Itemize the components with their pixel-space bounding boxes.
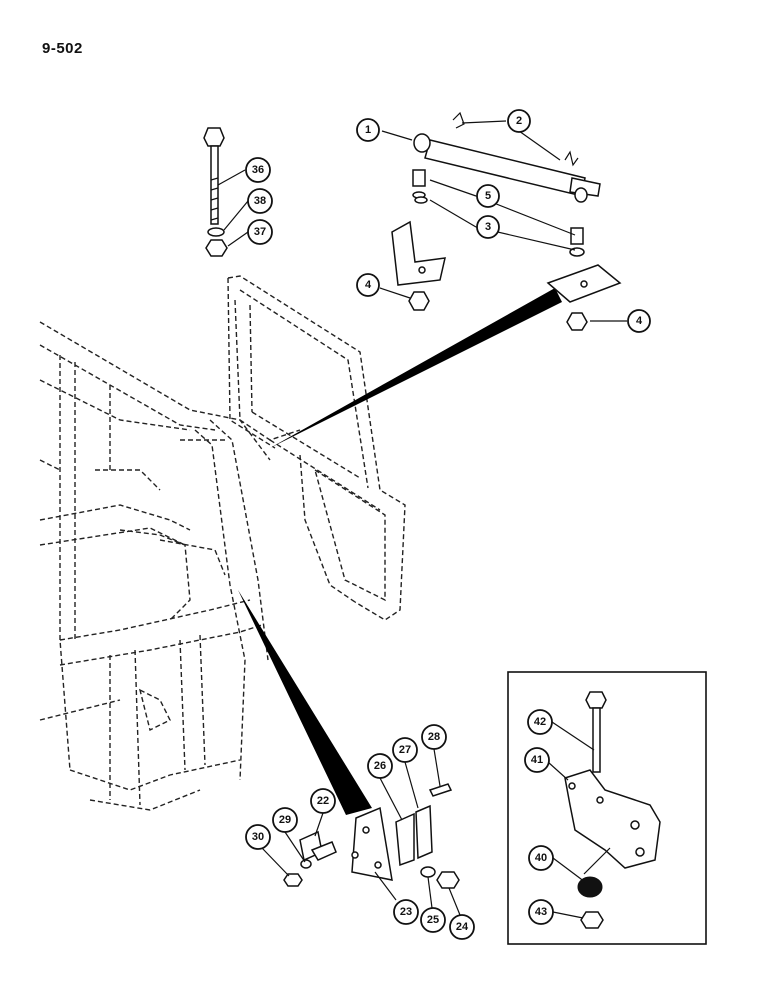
callout-label: 1 [365, 124, 371, 136]
callout-label: 2 [516, 115, 522, 127]
hinge-parts [283, 783, 460, 889]
callout-c5: 5 [476, 184, 500, 208]
window-frame [227, 275, 406, 621]
callout-c40: 40 [528, 845, 554, 871]
callout-label: 42 [534, 716, 546, 728]
gas-strut [413, 111, 601, 203]
callout-c4a: 4 [356, 273, 380, 297]
callout-c4b: 4 [627, 309, 651, 333]
callout-c37: 37 [247, 219, 273, 245]
callout-c38: 38 [247, 188, 273, 214]
callout-c27: 27 [392, 737, 418, 763]
bolt-36-assembly [203, 127, 228, 257]
callout-c2: 2 [507, 109, 531, 133]
cab-frame [39, 321, 271, 811]
callout-c26: 26 [367, 753, 393, 779]
callout-label: 38 [254, 195, 266, 207]
callout-c43: 43 [528, 899, 554, 925]
callout-c30: 30 [245, 824, 271, 850]
callout-label: 3 [485, 221, 491, 233]
callout-c36: 36 [245, 157, 271, 183]
inset-bracket-assembly [564, 691, 661, 929]
knob-40 [577, 876, 603, 898]
callout-c28: 28 [421, 724, 447, 750]
callout-label: 22 [317, 795, 329, 807]
callout-label: 29 [279, 814, 291, 826]
callout-label: 25 [427, 914, 439, 926]
callout-c23: 23 [393, 899, 419, 925]
callout-c25: 25 [420, 907, 446, 933]
callout-label: 5 [485, 190, 491, 202]
callout-c42: 42 [527, 709, 553, 735]
ball-studs [412, 169, 585, 257]
leader-wedge-lower [238, 590, 372, 815]
callout-label: 40 [535, 852, 547, 864]
callout-label: 43 [535, 906, 547, 918]
detail-inset-box [507, 671, 707, 945]
callout-c1: 1 [356, 118, 380, 142]
callout-c29: 29 [272, 807, 298, 833]
callout-label: 4 [636, 315, 643, 327]
callout-leaders [217, 120, 627, 919]
page-number: 9-502 [42, 40, 83, 57]
callout-label: 4 [365, 279, 372, 291]
callout-c41: 41 [524, 747, 550, 773]
callout-label: 36 [252, 164, 264, 176]
strut-brackets [391, 220, 622, 303]
callout-label: 27 [399, 744, 411, 756]
callout-label: 23 [400, 906, 412, 918]
callout-label: 24 [456, 921, 469, 933]
callout-label: 37 [254, 226, 266, 238]
callout-label: 26 [374, 760, 386, 772]
callout-label: 28 [428, 731, 440, 743]
callout-c22: 22 [310, 788, 336, 814]
callout-c24: 24 [449, 914, 475, 940]
leader-wedge-upper [270, 288, 562, 448]
callout-label: 41 [531, 754, 543, 766]
callout-c3: 3 [476, 215, 500, 239]
callout-label: 30 [252, 831, 264, 843]
nuts [408, 291, 588, 331]
